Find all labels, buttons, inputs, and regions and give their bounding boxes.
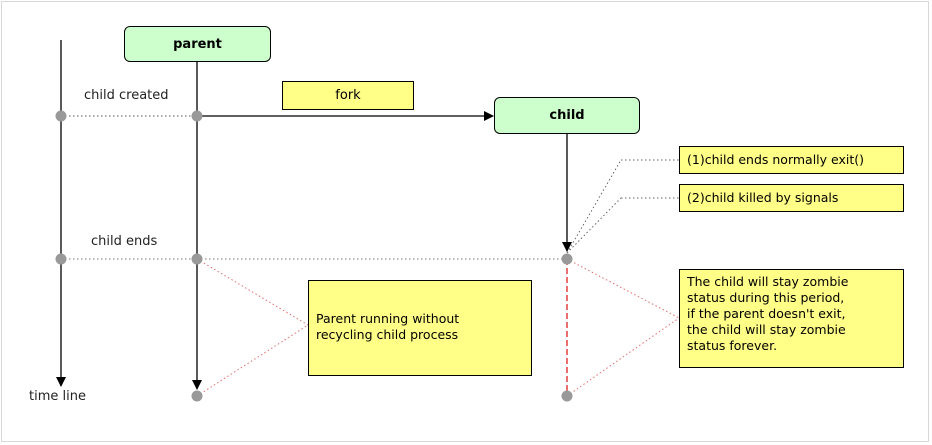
fork-label: fork (282, 81, 414, 110)
timeline-dot-created (55, 110, 67, 122)
child-process-box: child (494, 97, 640, 134)
parent-note-connector-bottom (196, 324, 309, 397)
zombie-note-connector-top (566, 258, 680, 319)
parent-dot-end (191, 390, 203, 402)
parent-dot-created (191, 110, 203, 122)
zombie-note-connector-bottom (566, 317, 680, 397)
child-ends-label: child ends (91, 234, 158, 249)
parent-process-box: parent (124, 26, 271, 62)
child-dot-end (561, 390, 573, 402)
parent-running-note: Parent running without recycling child p… (308, 280, 532, 376)
exit-normal-note: (1)child ends normally exit() (679, 146, 904, 174)
child-created-label: child created (84, 88, 169, 103)
timeline-dot-ends (55, 253, 67, 265)
signal-note-connector (566, 197, 622, 254)
time-line-label: time line (29, 389, 86, 404)
zombie-note: The child will stay zombie status during… (679, 269, 904, 368)
parent-note-connector-top (196, 258, 309, 326)
killed-signals-note: (2)child killed by signals (679, 184, 904, 212)
child-dot-ends (561, 253, 573, 265)
parent-dot-ends (191, 253, 203, 265)
